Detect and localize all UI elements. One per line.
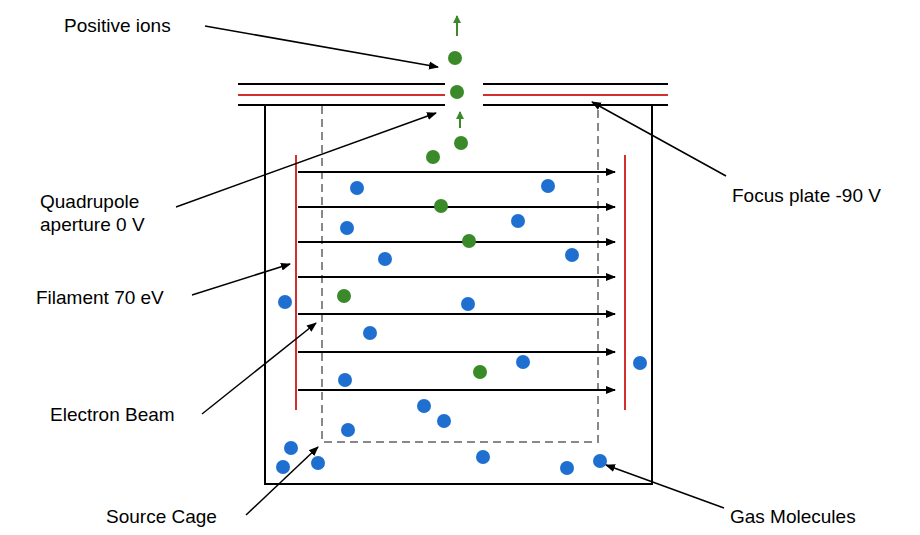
callout-label: Gas Molecules (730, 505, 910, 528)
molecule-dot (593, 454, 607, 468)
molecule-dot (448, 51, 462, 65)
molecule-dot (454, 136, 468, 150)
molecule-dot (284, 441, 298, 455)
electron-beam-arrow (298, 389, 615, 391)
molecule-dot (278, 295, 292, 309)
callout-label: Positive ions (64, 14, 224, 37)
molecule-dot (450, 85, 464, 99)
molecule-dot (565, 248, 579, 262)
callout-label: Electron Beam (50, 403, 210, 426)
molecule-dot (350, 181, 364, 195)
molecule-dot (476, 450, 490, 464)
electron-beam-arrow (298, 313, 615, 315)
molecule-dot (511, 214, 525, 228)
ion-arrow (459, 112, 461, 128)
molecule-dot (341, 423, 355, 437)
electron-beam-arrow (298, 241, 615, 243)
callout-label: Focus plate -90 V (732, 184, 912, 207)
electron-beam (298, 172, 615, 390)
electron-beam-arrow (298, 206, 615, 208)
molecule-dot (337, 289, 351, 303)
ion-arrow (456, 16, 458, 36)
filament (624, 155, 626, 410)
aperture-plates (238, 84, 668, 105)
molecule-dot (473, 365, 487, 379)
molecule-dot (461, 297, 475, 311)
molecule-dot (378, 252, 392, 266)
electron-beam-arrow (298, 276, 615, 278)
filament (295, 155, 297, 410)
leader-lines (176, 26, 726, 515)
molecule-dot (516, 355, 530, 369)
callout-label: Source Cage (106, 505, 256, 528)
molecule-dot (311, 456, 325, 470)
molecule-dot (426, 150, 440, 164)
electron-beam-arrow (298, 351, 615, 353)
callout-label: Quadrupole aperture 0 V (40, 190, 180, 236)
molecule-dot (560, 461, 574, 475)
molecule-dot (276, 460, 290, 474)
molecule-dot (633, 356, 647, 370)
molecule-dot (541, 179, 555, 193)
molecule-dot (338, 373, 352, 387)
molecule-dot (417, 399, 431, 413)
positive-ions (337, 51, 487, 379)
molecule-dot (340, 221, 354, 235)
molecule-dot (437, 414, 451, 428)
molecule-dot (462, 234, 476, 248)
molecule-dot (363, 326, 377, 340)
electron-beam-arrow (298, 171, 615, 173)
source-cage (322, 106, 598, 442)
gas-molecules (276, 179, 647, 475)
molecule-dot (434, 199, 448, 213)
source-housing (265, 104, 652, 484)
callout-label: Filament 70 eV (36, 286, 206, 309)
